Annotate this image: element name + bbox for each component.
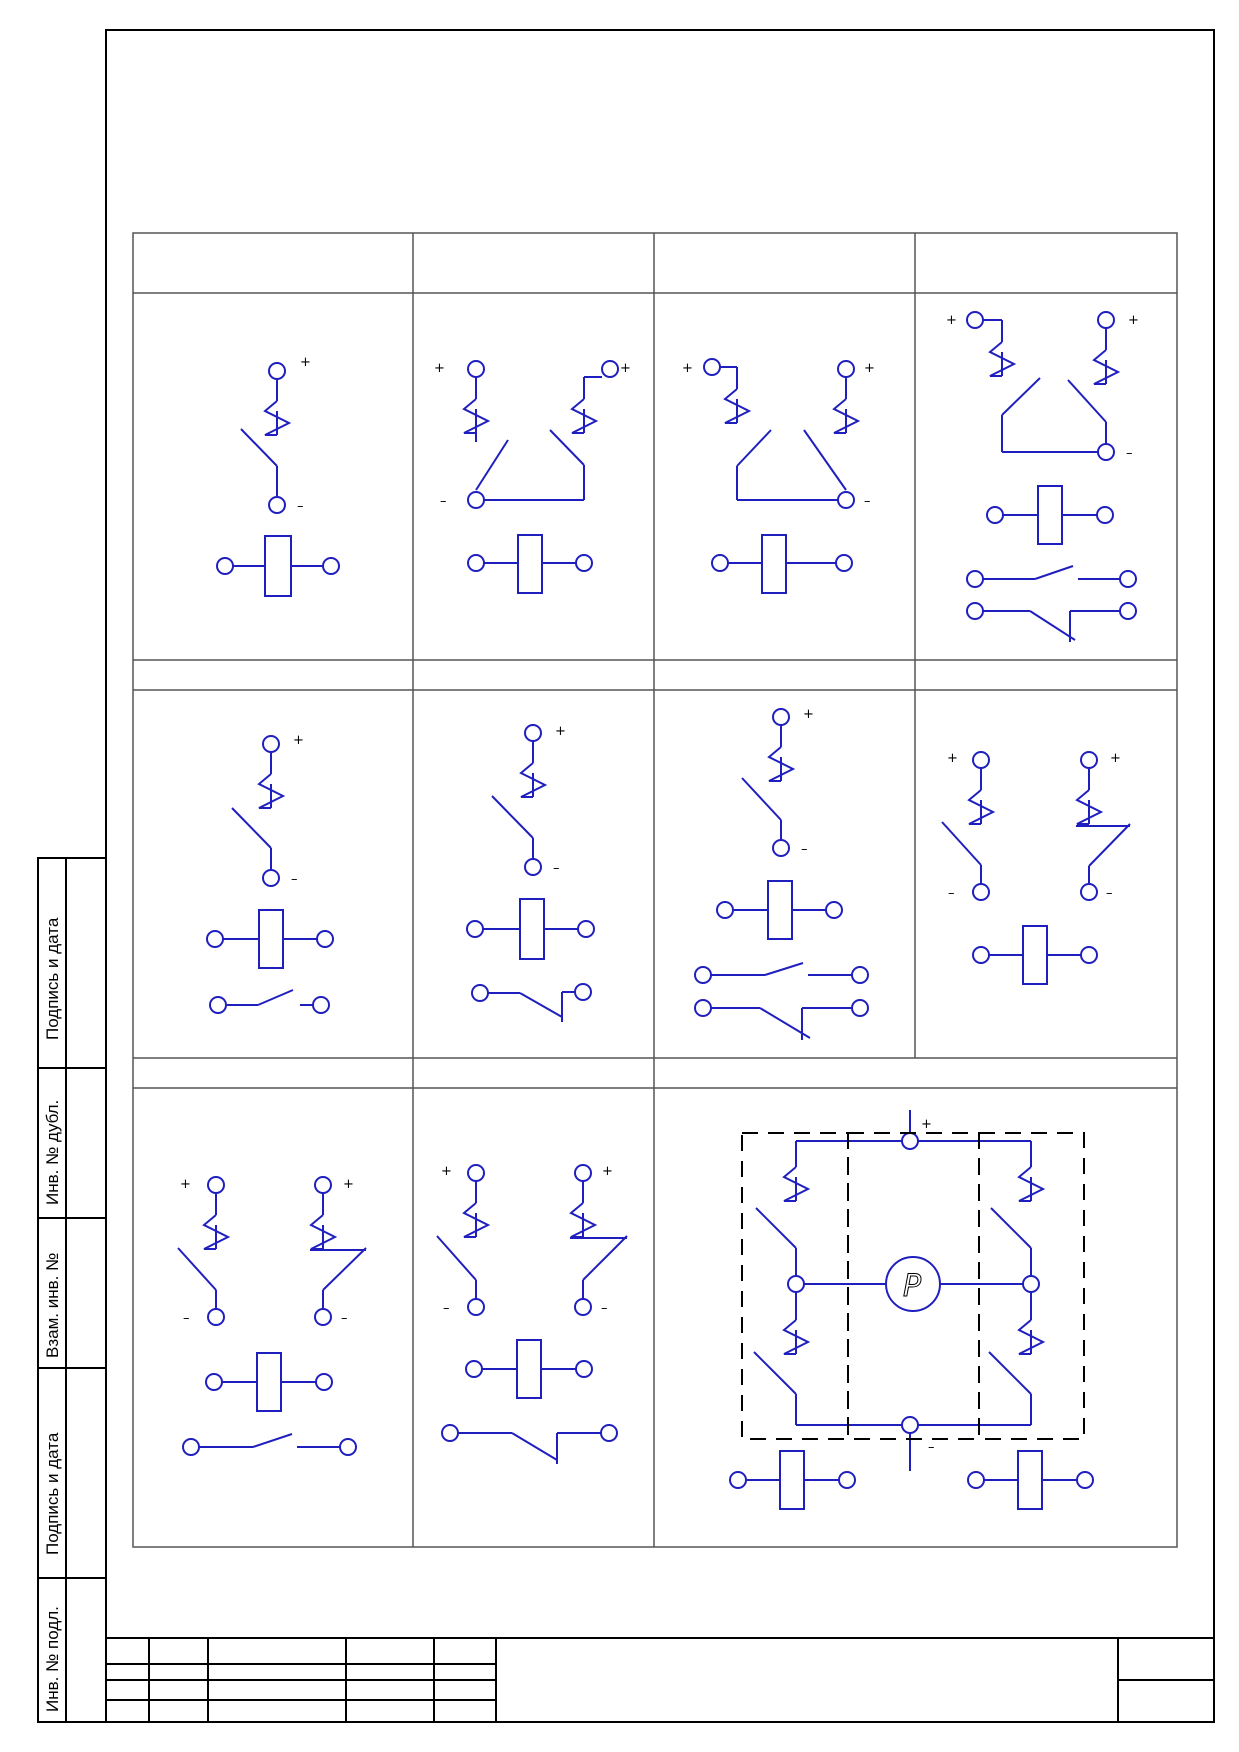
cell-r2c2-diagram (466, 724, 595, 1022)
junction-right (1022, 1275, 1040, 1293)
sign-minus: – (928, 1440, 935, 1455)
cell-r2c3-diagram (694, 708, 869, 1040)
cell-r3c3-diagram (729, 1110, 1094, 1510)
sign-minus: – (1126, 446, 1133, 461)
sign-plus: + (921, 1117, 932, 1132)
sign-minus: – (291, 872, 298, 887)
sign-plus: + (434, 361, 445, 376)
sign-minus: – (183, 1311, 190, 1326)
sign-plus: + (864, 361, 875, 376)
junction-left (787, 1275, 805, 1293)
stamp-label-duplicate-inv: Инв. № дубл. (43, 1100, 62, 1205)
cell-r2c4-diagram (941, 751, 1131, 985)
sign-minus: – (443, 1301, 450, 1316)
terminal-minus (901, 1416, 919, 1434)
sign-minus: – (341, 1311, 348, 1326)
stamp-label-signature-2: Подпись и дата (43, 1432, 62, 1555)
bridge-dashed-zones (741, 1132, 1085, 1440)
cell-r3c2-diagram (436, 1164, 628, 1464)
cell-r1c1-diagram (216, 362, 340, 597)
sign-plus: + (1110, 751, 1121, 766)
side-stamp-labels: Подпись и дата Инв. № дубл. Взам. инв. №… (43, 917, 62, 1712)
sign-plus: + (555, 724, 566, 739)
sign-plus: + (343, 1177, 354, 1192)
title-block (106, 1637, 1214, 1722)
terminal-minus (268, 496, 286, 514)
sign-minus: – (948, 886, 955, 901)
side-stamp (37, 857, 107, 1723)
cell-r1c4-diagram (966, 311, 1137, 642)
stamp-label-signature-1: Подпись и дата (43, 917, 62, 1040)
sheet-frame (105, 29, 1215, 1723)
sign-minus: – (601, 1301, 608, 1316)
sign-plus: + (602, 1164, 613, 1179)
stamp-label-original-inv: Инв. № подл. (43, 1606, 62, 1712)
sign-plus: + (180, 1177, 191, 1192)
stamp-label-replaced-inv: Взам. инв. № (43, 1253, 62, 1358)
sign-plus: + (300, 355, 311, 370)
cell-r3c1-diagram (177, 1176, 367, 1456)
sign-plus: + (1128, 313, 1139, 328)
sign-minus: – (801, 842, 808, 857)
sign-plus: + (620, 361, 631, 376)
sign-plus: + (293, 733, 304, 748)
relay-coil (264, 535, 292, 597)
sign-minus: – (440, 494, 447, 509)
terminal-plus (901, 1132, 919, 1150)
cell-r1c3-diagram (703, 358, 859, 594)
sign-minus: – (297, 499, 304, 514)
cell-r2c1-diagram (206, 735, 334, 1014)
sign-minus: – (553, 861, 560, 876)
sign-plus: + (803, 707, 814, 722)
sign-minus: – (864, 494, 871, 509)
sign-plus: + (947, 751, 958, 766)
sign-plus: + (682, 361, 693, 376)
diagram-table (132, 232, 1178, 1548)
terminal-plus (268, 362, 286, 380)
meter-label: P (903, 1269, 922, 1304)
sign-plus: + (441, 1164, 452, 1179)
sign-plus: + (946, 313, 957, 328)
sign-minus: – (1106, 886, 1113, 901)
cell-r1c2-diagram (463, 360, 619, 594)
